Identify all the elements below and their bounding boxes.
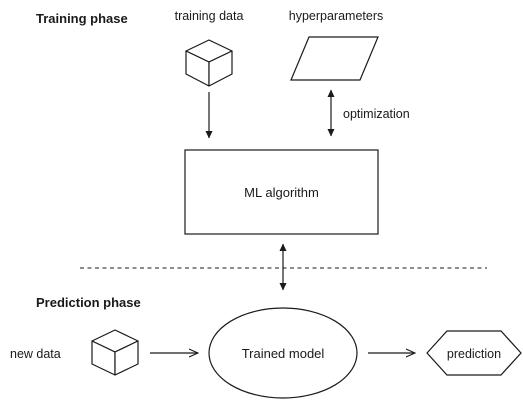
- trained-model-ellipse: Trained model: [208, 307, 358, 399]
- prediction-hexagon-icon: prediction: [426, 330, 522, 376]
- ml-algorithm-box: ML algorithm: [184, 149, 379, 235]
- ml-algorithm-label: ML algorithm: [244, 185, 319, 200]
- prediction-label: prediction: [447, 347, 501, 361]
- training-phase-title: Training phase: [36, 11, 128, 26]
- trained-model-label: Trained model: [242, 346, 325, 361]
- training-data-label: training data: [175, 9, 244, 23]
- hyperparameters-parallelogram-icon: [290, 36, 379, 81]
- new-data-label: new data: [10, 347, 61, 361]
- hyperparameters-label: hyperparameters: [289, 9, 384, 23]
- optimization-label: optimization: [343, 107, 410, 121]
- training-data-cube-icon: [185, 39, 233, 87]
- new-data-cube-icon: [91, 329, 139, 376]
- prediction-phase-title: Prediction phase: [36, 295, 141, 310]
